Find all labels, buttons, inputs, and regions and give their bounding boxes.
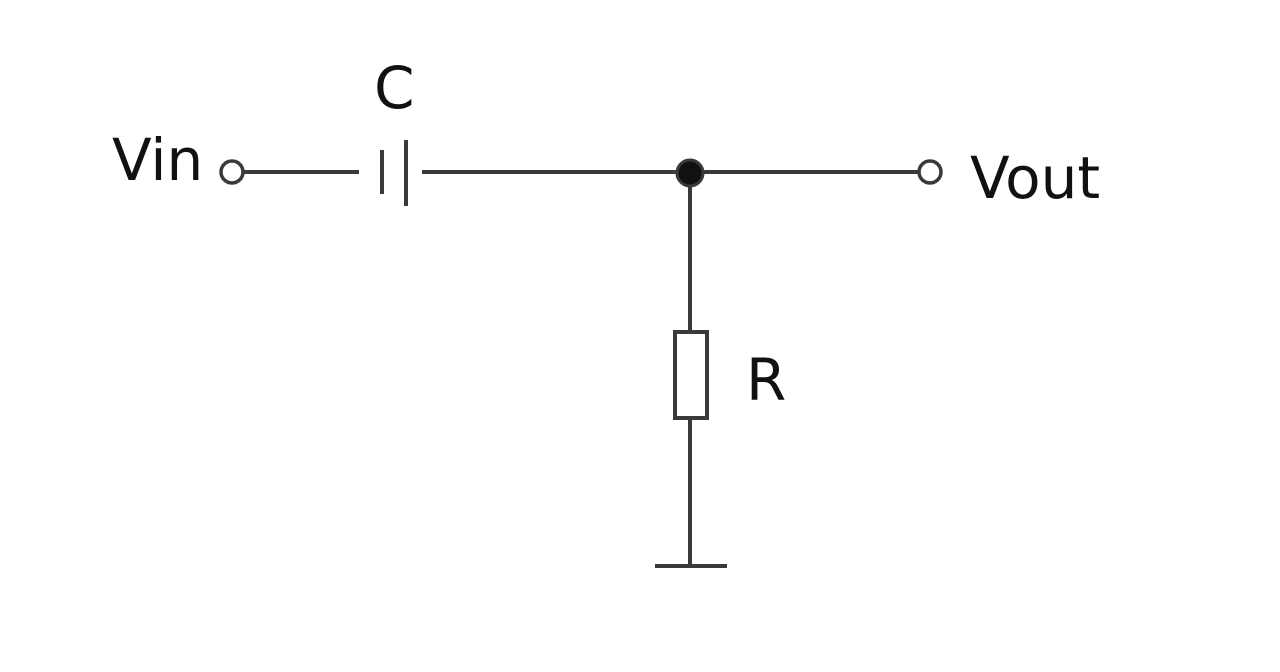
vin-label: Vin xyxy=(112,126,203,194)
junction-node xyxy=(675,158,705,188)
resistor-label: R xyxy=(746,346,786,414)
resistor xyxy=(673,330,709,420)
output-terminal xyxy=(917,159,943,185)
capacitor-label: C xyxy=(374,54,415,122)
vout-label: Vout xyxy=(970,144,1100,212)
capacitor xyxy=(380,140,408,206)
input-terminal xyxy=(219,159,245,185)
